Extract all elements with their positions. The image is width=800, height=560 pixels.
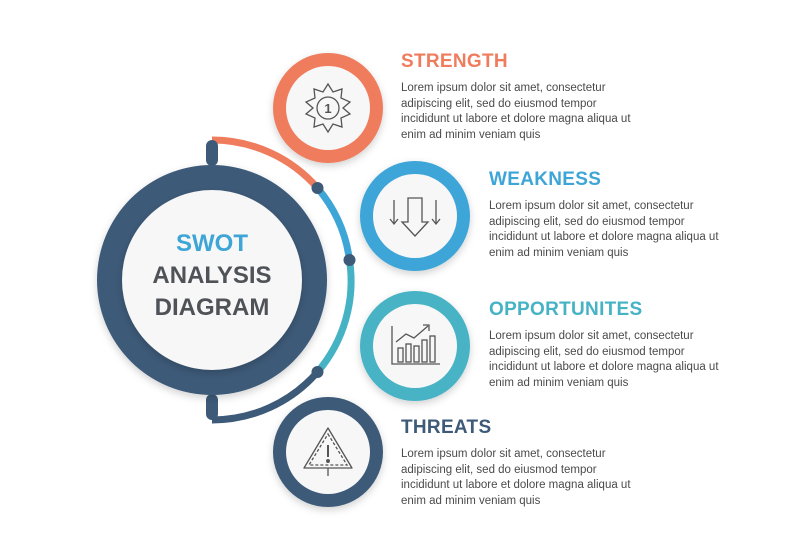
center-title-line3: DIAGRAM (154, 294, 270, 321)
arc-opportunities (314, 259, 355, 375)
threats-block: THREATS Lorem ipsum dolor sit amet, cons… (401, 417, 731, 510)
strength-title: STRENGTH (401, 51, 508, 72)
strength-block: STRENGTH Lorem ipsum dolor sit amet, con… (401, 51, 731, 144)
connector-arcs (206, 136, 356, 424)
opportunities-text: Lorem ipsum dolor sit amet, consectetur … (489, 330, 719, 390)
weakness-text: Lorem ipsum dolor sit amet, consectetur … (489, 200, 719, 260)
center-title: SWOT ANALYSIS DIAGRAM (120, 228, 304, 324)
arc-strength (211, 136, 321, 191)
arc-node (343, 254, 356, 266)
growth-chart-icon (391, 324, 440, 365)
center-circle (97, 165, 327, 395)
weakness-circle (360, 161, 470, 271)
arc-weakness (314, 185, 353, 261)
weakness-title: WEAKNESS (489, 169, 602, 190)
center-title-line2: ANALYSIS (152, 262, 272, 289)
medal-number: 1 (324, 101, 331, 116)
threats-text: Lorem ipsum dolor sit amet, consectetur … (401, 448, 631, 508)
down-arrows-icon (389, 197, 441, 237)
strength-circle (273, 53, 383, 163)
center-title-line1: SWOT (176, 230, 248, 257)
arc-threats (211, 369, 321, 424)
strength-text: Lorem ipsum dolor sit amet, consectetur … (401, 82, 631, 142)
arc-node (311, 182, 324, 194)
threats-title: THREATS (401, 417, 492, 438)
medal-icon: 1 (304, 82, 352, 134)
warning-icon (303, 427, 353, 476)
opportunities-block: OPPORTUNITES Lorem ipsum dolor sit amet,… (489, 299, 800, 392)
weakness-block: WEAKNESS Lorem ipsum dolor sit amet, con… (489, 169, 800, 262)
arc-cap-bottom (206, 394, 218, 420)
opportunities-title: OPPORTUNITES (489, 299, 643, 320)
arc-node (311, 366, 324, 378)
arc-cap-top (206, 140, 218, 166)
